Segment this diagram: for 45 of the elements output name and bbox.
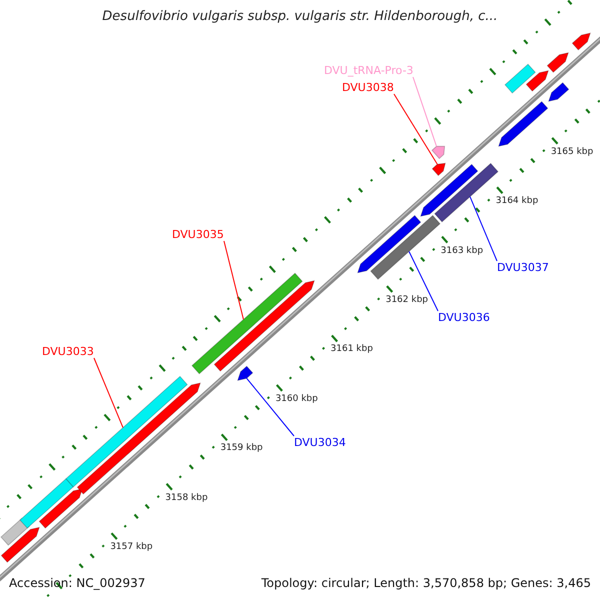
gene-feature (370, 214, 441, 280)
tick-label: 3164 kbp (496, 196, 538, 206)
leader-line (412, 76, 437, 147)
tick-label: 3158 kbp (165, 492, 208, 503)
gene-label: DVU3035 (172, 228, 224, 241)
leader-line (246, 378, 294, 436)
gene-feature (498, 101, 548, 147)
gene-feature (65, 376, 188, 488)
gene-feature (420, 164, 478, 217)
gene-feature (237, 366, 254, 381)
footer-text: Topology: circular; Length: 3,570,858 bp; Genes: 3,465 (261, 576, 591, 590)
leader-line (408, 250, 438, 312)
tick-label: 3163 kbp (440, 246, 484, 256)
gene-label: DVU3037 (497, 261, 549, 274)
gene-feature (214, 280, 315, 372)
gene-label: DVU3036 (438, 311, 490, 324)
leader-line (470, 196, 498, 262)
tick-label: 3162 kbp (386, 295, 428, 306)
tick-label: 3157 kbp (110, 542, 153, 552)
gene-feature (526, 70, 549, 92)
tick-label: 3165 kbp (550, 146, 594, 157)
tick-label: 3160 kbp (275, 394, 318, 404)
gene-label: DVU3038 (342, 81, 394, 94)
gene-label: DVU3033 (42, 345, 94, 358)
gene-feature (19, 478, 74, 529)
gene-feature (357, 214, 422, 274)
gene-feature (76, 382, 201, 495)
gene-feature (0, 526, 40, 563)
gene-feature (38, 488, 83, 529)
leader-line (94, 358, 124, 428)
gene-feature (548, 82, 570, 102)
gene-label: DVU3034 (294, 436, 346, 449)
leader-line (394, 94, 438, 165)
gene-feature (572, 32, 591, 50)
gene-feature (431, 146, 446, 160)
footer-text: Accession: NC_002937 (9, 576, 146, 590)
gene-feature (504, 64, 536, 94)
gene-feature (432, 162, 446, 176)
gene-label: DVU_tRNA-Pro-3 (324, 64, 414, 77)
tick-label: 3159 kbp (220, 443, 263, 454)
gene-feature (546, 52, 569, 73)
tick-label: 3161 kbp (330, 344, 373, 354)
gene-feature (191, 272, 303, 374)
map-title: Desulfovibrio vulgaris subsp. vulgaris str. Hildenborough, c... (101, 9, 499, 24)
leader-line (224, 240, 244, 320)
